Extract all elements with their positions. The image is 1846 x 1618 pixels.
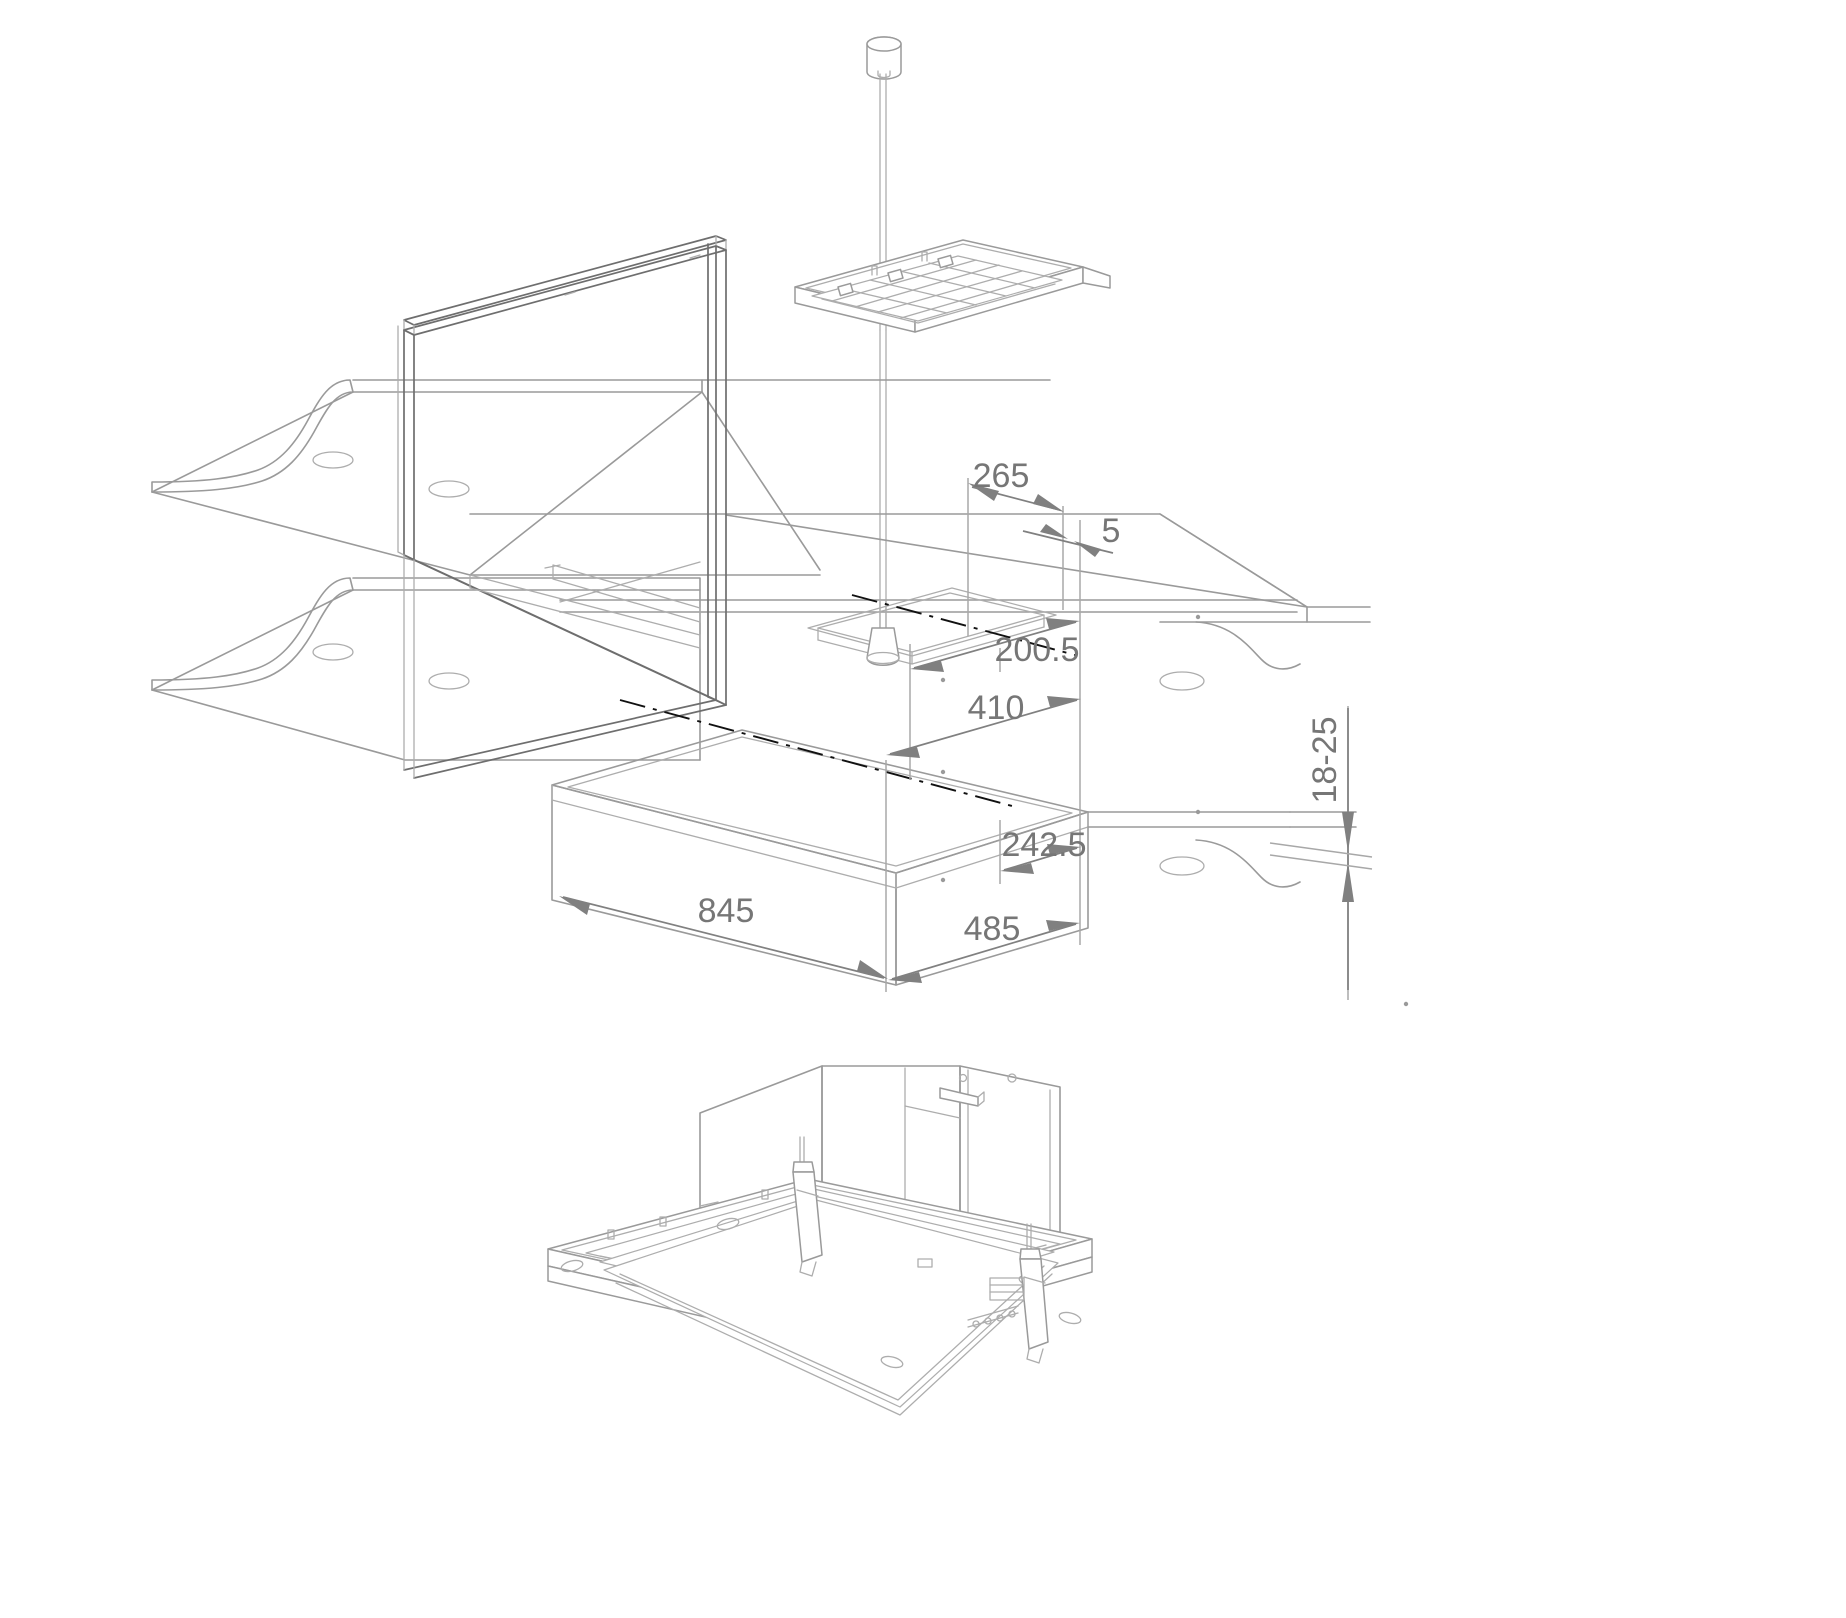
- dimension-label-200-5: 200.5: [994, 631, 1079, 669]
- dimension-18-25: 18-25: [1269, 708, 1373, 990]
- dimension-label-5: 5: [1102, 512, 1121, 550]
- cabinet-panel-bottom: [151, 577, 701, 761]
- dimension-label-410: 410: [968, 689, 1025, 727]
- dimension-label-265: 265: [973, 457, 1030, 495]
- spring-clip-left: [792, 1136, 823, 1277]
- dimension-242-5: 242.5: [1000, 826, 1087, 874]
- grease-filter-grid: [794, 239, 1111, 333]
- dimension-extension-lines: [885, 478, 1349, 1000]
- exploded-view: 265 5 200.5 410 242.5: [151, 36, 1409, 1007]
- dimension-410: 410: [886, 689, 1081, 758]
- ceiling-mount-cap: [866, 36, 902, 80]
- installed-hood-frame: [547, 1178, 1093, 1416]
- dimension-200-5: 200.5: [910, 618, 1080, 672]
- centerline-hood: [619, 699, 1013, 807]
- dimension-label-242-5: 242.5: [1001, 826, 1086, 864]
- dimension-485: 485: [888, 910, 1080, 983]
- spring-clip-right: [989, 1223, 1049, 1364]
- dimension-label-18-25: 18-25: [1306, 717, 1344, 804]
- installed-view: [547, 1065, 1093, 1416]
- bracket-tabs: [939, 1087, 985, 1107]
- dimension-845: 845: [559, 892, 888, 979]
- pendant-lamp: [866, 599, 900, 667]
- cabinet-panel-top: [151, 379, 1051, 576]
- suspension-rod: [879, 73, 887, 661]
- ceiling-slab: [469, 513, 1371, 691]
- dimension-label-485: 485: [964, 910, 1021, 948]
- dimension-265: 265: [968, 457, 1064, 512]
- dimension-5: 5: [1022, 512, 1121, 557]
- centerline-recess: [851, 594, 1076, 656]
- dimension-label-845: 845: [698, 892, 755, 930]
- mounting-frame: [397, 235, 727, 779]
